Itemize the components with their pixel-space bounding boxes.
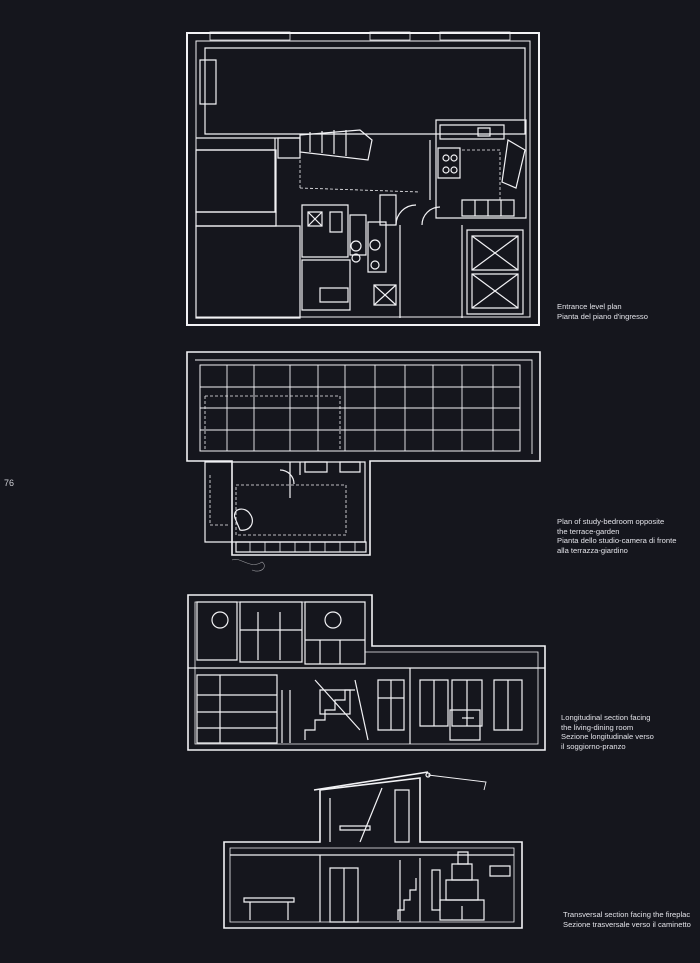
caption-transversal-section: Transversal section facing the fireplac … xyxy=(563,910,700,929)
study-bedroom-plan xyxy=(187,352,540,571)
caption-line: Longitudinal section facing xyxy=(561,713,651,722)
caption-longitudinal-section: Longitudinal section facing the living-d… xyxy=(561,713,654,751)
caption-line: il soggiorno-pranzo xyxy=(561,741,626,751)
longitudinal-section xyxy=(188,595,545,750)
page-number: 76 xyxy=(4,478,15,488)
caption-line: Plan of study-bedroom opposite xyxy=(557,517,665,526)
caption-study-bedroom-plan: Plan of study-bedroom opposite the terra… xyxy=(557,517,676,555)
caption-line: Sezione trasversale verso il caminetto xyxy=(563,919,691,929)
caption-line: alla terrazza-giardino xyxy=(557,545,628,555)
caption-line: Sezione longitudinale verso xyxy=(561,732,654,742)
caption-line: Pianta dello studio-camera di fronte xyxy=(557,536,677,546)
caption-line: Transversal section facing the fireplac xyxy=(563,910,691,919)
caption-line: Entrance level plan xyxy=(557,302,622,311)
caption-entrance-level-plan: Entrance level plan Pianta del piano d'i… xyxy=(557,302,648,321)
caption-line: the terrace-garden xyxy=(557,526,620,536)
transversal-section xyxy=(224,772,522,928)
caption-line: Pianta del piano d'ingresso xyxy=(557,311,648,321)
caption-line: the living-dining room xyxy=(561,722,634,732)
entrance-level-plan xyxy=(187,32,539,325)
